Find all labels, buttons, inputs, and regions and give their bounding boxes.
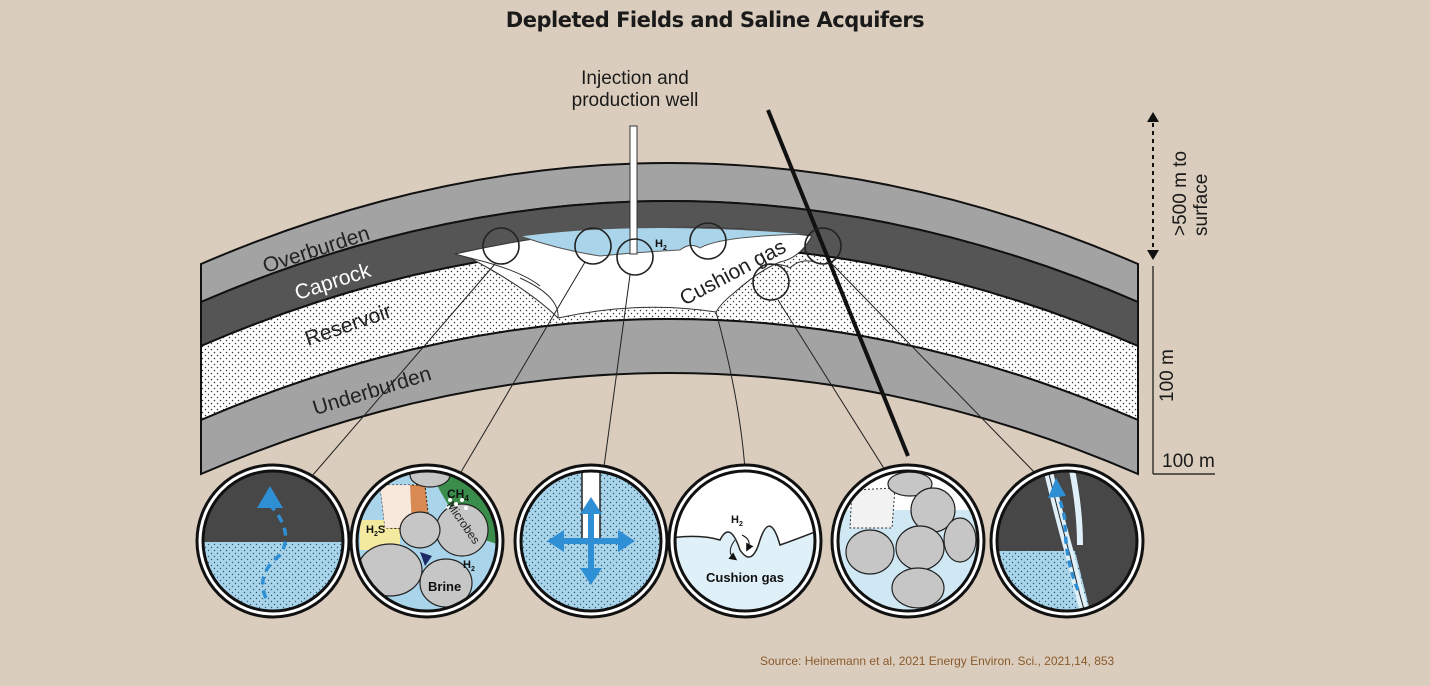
- layer-stack: [200, 162, 1139, 476]
- zoom-marker-1: [482, 227, 520, 265]
- h2-plume-label: H2: [655, 238, 667, 252]
- h2-cap-zone: [519, 226, 809, 257]
- well-label-line1: Injection and: [581, 68, 689, 89]
- zoom-marker-2: [574, 227, 612, 265]
- inset-h2-label: H2: [731, 514, 743, 528]
- depth-to-surface-label: >500 m to surface: [1170, 151, 1212, 236]
- zoom-marker-3: [616, 238, 654, 276]
- zoom-marker-4: [689, 222, 727, 260]
- well-label-line2: production well: [571, 90, 699, 111]
- horizontal-scale-label: 100 m: [1162, 451, 1215, 472]
- source-citation: Source: Heinemann et al, 2021 Energy Env…: [760, 654, 1115, 668]
- inset-injection: [513, 463, 669, 619]
- injection-well: [629, 125, 638, 255]
- fault-line: [766, 109, 910, 457]
- ch4-label: CH4: [447, 487, 469, 503]
- zoom-marker-6: [804, 227, 842, 265]
- vertical-scale-label: 100 m: [1157, 349, 1178, 402]
- inset-pore-structure: [830, 463, 986, 619]
- depth-to-surface-line2: surface: [1191, 173, 1212, 236]
- h2s-label: H2S: [366, 524, 385, 538]
- zoom-markers: [482, 222, 842, 301]
- well-label: Injection and production well: [540, 68, 730, 112]
- inset-fault-leakage: [989, 463, 1145, 619]
- inset-microbial-reactions: CH4 Microbes H2S H2 Brine: [349, 463, 505, 619]
- underburden-layer: [200, 318, 1139, 476]
- brine-label: Brine: [428, 579, 461, 594]
- leader-lines: [311, 261, 1039, 479]
- h2-grain-label: H2: [463, 559, 475, 573]
- inset-cushion-gas-label: Cushion gas: [706, 570, 784, 585]
- inset-cushion-gas: H2 Cushion gas: [667, 463, 823, 619]
- depth-to-surface-line1: >500 m to: [1170, 150, 1191, 236]
- scale-bars: [1147, 112, 1215, 475]
- diagram-title: Depleted Fields and Saline Acquifers: [505, 8, 925, 32]
- inset-capillary-leakage: [195, 463, 351, 619]
- zoom-marker-5: [752, 263, 790, 301]
